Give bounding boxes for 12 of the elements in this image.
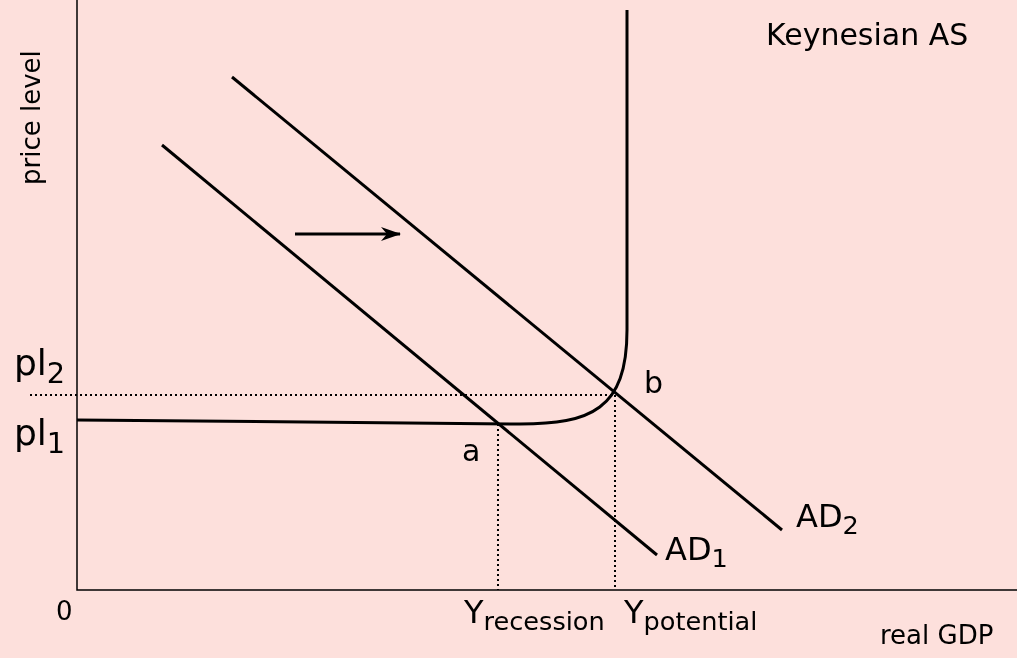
curve-label: AD$_{1}$ bbox=[665, 533, 728, 572]
price-label: pl$_{1}$ bbox=[14, 415, 66, 458]
point-label: a bbox=[462, 436, 481, 466]
axis-title: price level bbox=[18, 50, 44, 185]
point-label: b bbox=[644, 368, 664, 398]
output-label: Y$_{recession}$ bbox=[464, 596, 605, 635]
chart-title: Keynesian AS bbox=[766, 20, 969, 50]
curve-label: AD$_{2}$ bbox=[796, 500, 859, 539]
price-label: pl$_{2}$ bbox=[14, 345, 66, 388]
axis-title: real GDP bbox=[880, 622, 994, 648]
output-label: Y$_{potential}$ bbox=[624, 596, 758, 635]
origin-label: 0 bbox=[56, 598, 73, 624]
